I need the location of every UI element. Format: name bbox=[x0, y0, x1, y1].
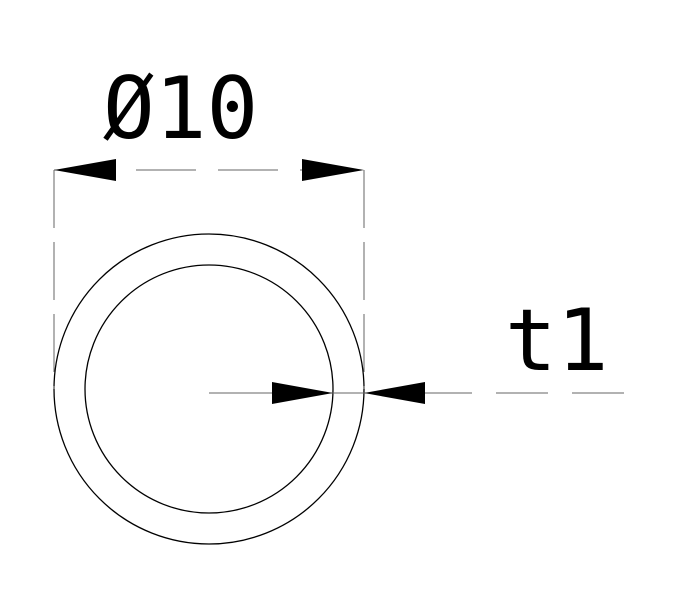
arrowhead-inner-icon bbox=[272, 382, 333, 404]
inner-circle bbox=[84, 264, 334, 514]
arrowhead-right-icon bbox=[302, 159, 364, 181]
outer-circle bbox=[53, 233, 365, 545]
arrowhead-left-icon bbox=[54, 159, 116, 181]
thickness-label: t1 bbox=[505, 291, 609, 391]
arrowhead-outer-icon bbox=[364, 382, 425, 404]
diameter-label: Ø10 bbox=[103, 59, 258, 159]
